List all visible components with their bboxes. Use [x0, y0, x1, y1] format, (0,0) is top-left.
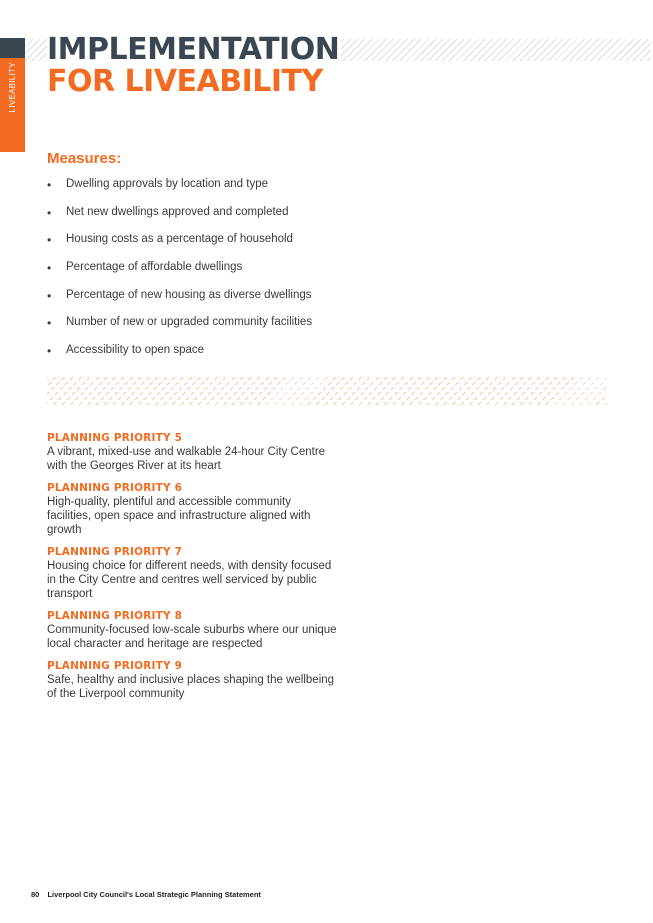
planning-priorities: PLANNING PRIORITY 5 A vibrant, mixed-use… [47, 432, 337, 710]
side-tab-orange-block [0, 58, 25, 152]
list-item: Accessibility to open space [47, 344, 467, 372]
priority-text: High-quality, plentiful and accessible c… [47, 496, 311, 536]
measures-heading: Measures: [47, 150, 122, 167]
list-item: Number of new or upgraded community faci… [47, 316, 467, 344]
priority-text: Safe, healthy and inclusive places shapi… [47, 674, 335, 700]
list-item: Housing costs as a percentage of househo… [47, 233, 467, 261]
section-divider-hatch [47, 377, 607, 405]
list-item: Net new dwellings approved and completed [47, 206, 467, 234]
priority-text: Housing choice for different needs, with… [47, 560, 332, 600]
list-item: Dwelling approvals by location and type [47, 178, 467, 206]
side-tab-text: LIVEABILITY [8, 62, 17, 113]
title-line-2: FOR LIVEABILITY [47, 64, 323, 99]
side-tab-dark-block [0, 38, 25, 58]
measures-list: Dwelling approvals by location and type … [47, 178, 467, 372]
planning-priority: PLANNING PRIORITY 9 Safe, healthy and in… [47, 660, 337, 701]
planning-priority: PLANNING PRIORITY 5 A vibrant, mixed-use… [47, 432, 337, 473]
priority-text: A vibrant, mixed-use and walkable 24-hou… [47, 446, 326, 472]
planning-priority: PLANNING PRIORITY 8 Community-focused lo… [47, 610, 337, 651]
priority-text: Community-focused low-scale suburbs wher… [47, 624, 337, 650]
side-tab-label: LIVEABILITY [0, 60, 25, 150]
side-tab [0, 0, 25, 152]
title-line-1: IMPLEMENTATION [47, 32, 342, 67]
page-number: 80 [31, 890, 40, 899]
footer-text: Liverpool City Council's Local Strategic… [47, 890, 261, 899]
page-footer: 80 Liverpool City Council's Local Strate… [31, 890, 261, 899]
planning-priority: PLANNING PRIORITY 6 High-quality, plenti… [47, 482, 337, 537]
priority-label: PLANNING PRIORITY 6 [47, 482, 183, 494]
list-item: Percentage of affordable dwellings [47, 261, 467, 289]
priority-label: PLANNING PRIORITY 5 [47, 432, 183, 444]
page-title: IMPLEMENTATION FOR LIVEABILITY [47, 32, 342, 99]
planning-priority: PLANNING PRIORITY 7 Housing choice for d… [47, 546, 337, 601]
priority-label: PLANNING PRIORITY 8 [47, 610, 183, 622]
list-item: Percentage of new housing as diverse dwe… [47, 289, 467, 317]
priority-label: PLANNING PRIORITY 7 [47, 546, 183, 558]
priority-label: PLANNING PRIORITY 9 [47, 660, 183, 672]
